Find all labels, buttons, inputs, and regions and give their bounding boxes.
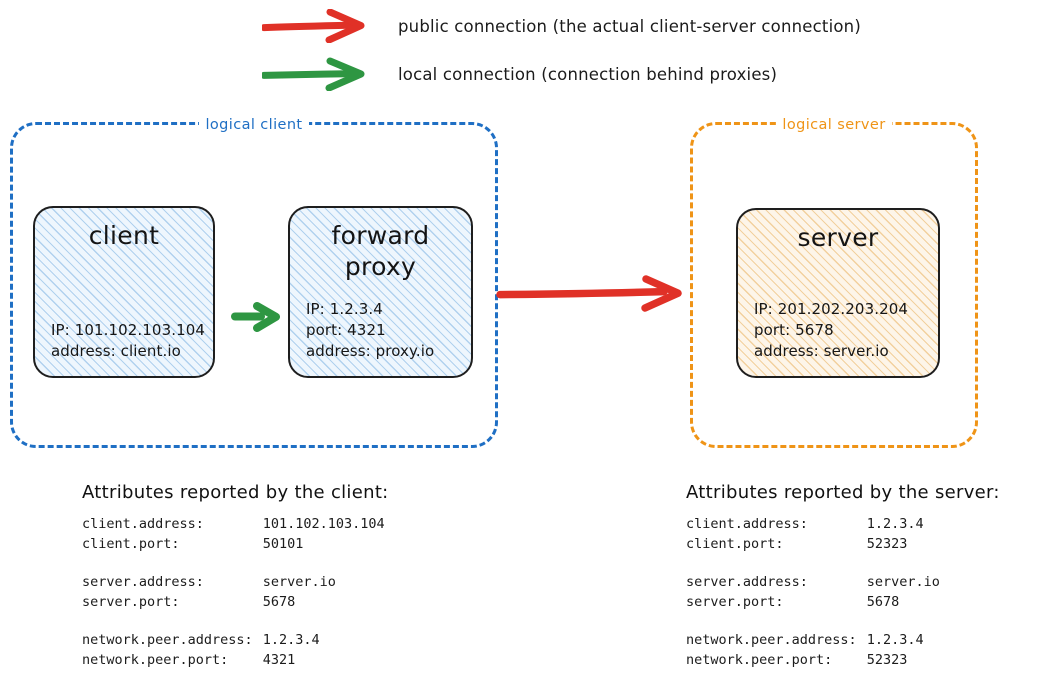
attr-key: server.address: [82,574,204,590]
table-row: server.port: 5678 [686,593,940,613]
logical-server-label: logical server [776,114,892,136]
node-server-details: IP: 201.202.203.204 port: 5678 address: … [754,299,922,362]
attr-key: client.port: [82,535,180,552]
node-server-ip: IP: 201.202.203.204 [754,300,909,318]
attr-key: client.address: [686,516,808,532]
table-row-spacer [82,554,385,573]
spacer-cell [82,612,263,631]
node-client[interactable]: client IP: 101.102.103.104 address: clie… [33,206,215,378]
node-forward-proxy-port: port: 4321 [306,321,386,339]
attr-key: network.peer.port: [686,651,833,668]
table-row-spacer [686,612,940,631]
table-row: network.peer.port: 4321 [82,651,385,671]
node-forward-proxy-ip: IP: 1.2.3.4 [306,300,383,318]
attr-key: network.peer.address: [686,632,857,648]
node-server-address: address: server.io [754,342,889,360]
table-row-spacer [686,554,940,573]
logical-server-group: logical server server IP: 201.202.203.20… [690,114,978,448]
table-row: server.port: 5678 [82,593,385,613]
node-server[interactable]: server IP: 201.202.203.204 port: 5678 ad… [736,208,940,378]
attr-key: client.address: [82,516,204,532]
spacer-cell [686,554,867,573]
table-row: client.port: 50101 [82,535,385,555]
red-arrow-icon [260,8,380,44]
attr-value: server.io [262,574,336,590]
spacer-cell [867,554,940,573]
spacer-cell [867,612,940,631]
attr-key: network.peer.address: [82,632,253,648]
logical-client-label: logical client [199,114,309,136]
attr-value: 5678 [262,593,296,610]
server-attributes-heading: Attributes reported by the server: [686,482,1000,503]
node-server-title: server [797,223,879,252]
attr-key: client.port: [686,535,784,552]
table-row: server.address: server.io [82,573,385,593]
node-client-details: IP: 101.102.103.104 address: client.io [51,320,206,362]
client-attributes-block: Attributes reported by the client: clien… [82,482,389,670]
node-client-ip: IP: 101.102.103.104 [51,321,206,339]
local-connection-arrow [231,187,291,451]
attr-value: 5678 [866,593,900,610]
node-forward-proxy-title-line1: forward [331,221,430,250]
legend-label-local-connection: local connection (connection behind prox… [398,64,778,84]
node-client-title: client [88,221,160,250]
public-connection-arrow [496,272,696,320]
table-row: client.address: 1.2.3.4 [686,515,940,535]
legend-label-public-connection: public connection (the actual client-ser… [398,16,861,36]
attr-key: server.port: [686,593,784,610]
spacer-cell [82,554,263,573]
attr-key: network.peer.port: [82,651,229,668]
attr-value: 50101 [262,535,304,552]
table-row: network.peer.address: 1.2.3.4 [686,631,940,651]
spacer-cell [263,554,385,573]
node-forward-proxy-title-line2: proxy [344,252,417,281]
node-forward-proxy[interactable]: forward proxy IP: 1.2.3.4 port: 4321 add… [288,206,473,378]
table-row: server.address: server.io [686,573,940,593]
attr-value: 1.2.3.4 [262,632,320,648]
attr-value: server.io [866,574,940,590]
logical-client-group: logical client client IP: 101.102.103.10… [10,114,498,451]
attr-value: 52323 [866,535,908,552]
attr-key: server.port: [82,593,180,610]
legend-item-local-connection: local connection (connection behind prox… [260,57,778,92]
attr-value: 1.2.3.4 [866,516,924,532]
spacer-cell [263,612,385,631]
client-attributes-table: client.address: 101.102.103.104 client.p… [82,515,385,670]
server-attributes-table: client.address: 1.2.3.4 client.port: 523… [686,515,940,670]
node-server-port: port: 5678 [754,321,834,339]
legend-item-public-connection: public connection (the actual client-ser… [260,8,861,44]
attr-key: server.address: [686,574,808,590]
server-attributes-block: Attributes reported by the server: clien… [686,482,1000,670]
node-client-address: address: client.io [51,342,181,360]
table-row: client.address: 101.102.103.104 [82,515,385,535]
node-forward-proxy-title: forward proxy [306,220,455,282]
node-forward-proxy-details: IP: 1.2.3.4 port: 4321 address: proxy.io [306,299,455,362]
attr-value: 52323 [866,651,908,668]
attr-value: 4321 [262,651,296,668]
table-row-spacer [82,612,385,631]
spacer-cell [686,612,867,631]
table-row: network.peer.port: 52323 [686,651,940,671]
green-arrow-icon [260,57,380,92]
attr-value: 1.2.3.4 [866,632,924,648]
table-row: client.port: 52323 [686,535,940,555]
attr-value: 101.102.103.104 [262,516,385,532]
table-row: network.peer.address: 1.2.3.4 [82,631,385,651]
node-forward-proxy-address: address: proxy.io [306,342,435,360]
client-attributes-heading: Attributes reported by the client: [82,482,389,503]
